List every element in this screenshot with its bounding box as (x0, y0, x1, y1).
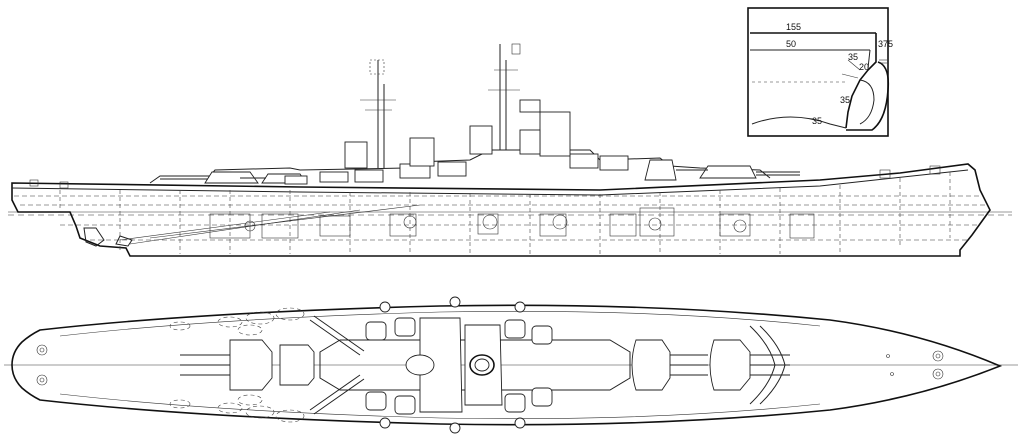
aft-turret-side (204, 171, 259, 184)
deck-fittings (36, 344, 944, 386)
armor-label-deck-main: 50 (786, 39, 796, 49)
hull-profile (11, 163, 991, 257)
aft-mast (360, 59, 396, 168)
armor-section-frame (747, 7, 889, 137)
armor-label-slope-lower: 20 (859, 62, 869, 72)
armor-label-bulkhead: 35 (840, 95, 850, 105)
aft-turret-plan (180, 339, 315, 391)
forward-turret-plan (631, 339, 790, 391)
secondary-mounts (365, 296, 553, 434)
central-superstructure (319, 317, 631, 413)
plan-view (4, 296, 1018, 434)
side-profile (8, 43, 1012, 257)
armor-label-slope-upper: 35 (848, 52, 858, 62)
boats (169, 307, 305, 423)
armor-label-belt: 375 (878, 39, 893, 49)
armor-cross-section: 155 50 375 35 20 35 35 (747, 7, 893, 137)
forward-mast (488, 43, 541, 150)
forward-turret-side (644, 159, 677, 181)
armor-label-deck-upper: 155 (786, 22, 801, 32)
armor-label-bottom: 35 (812, 116, 822, 126)
deck-outline (11, 304, 1003, 426)
